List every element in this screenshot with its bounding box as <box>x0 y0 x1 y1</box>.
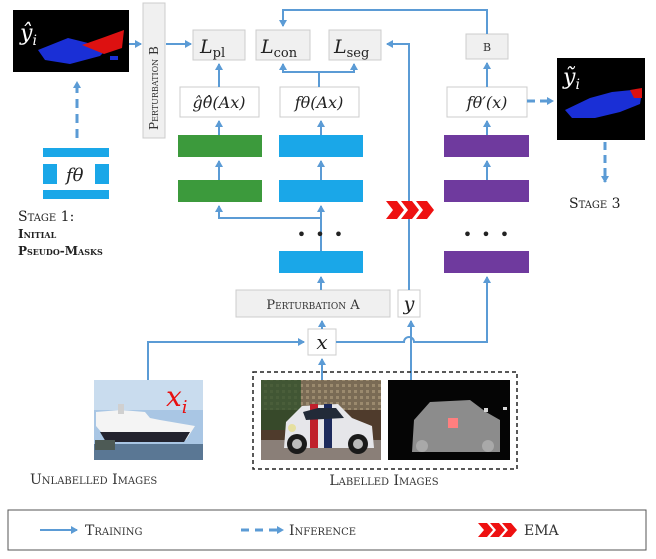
loss-pl-label: Lpl <box>199 36 225 61</box>
legend-ema-label: EMA <box>524 523 560 539</box>
b-to-lcon-arrow <box>279 9 488 34</box>
loss-pl-box <box>192 29 246 61</box>
cyan-layer-top <box>279 135 363 157</box>
cyan-layer-mid <box>279 180 363 202</box>
labelled-car-image <box>261 380 381 460</box>
f-theta-prime-label: fθ′(x) <box>466 93 508 112</box>
f-theta-small-label: fθ <box>64 165 84 186</box>
loss-seg-label: Lseg <box>333 36 369 61</box>
stage1-title: Stage 1: <box>18 209 74 225</box>
x-label: x <box>316 330 327 354</box>
unlabelled-to-x-arrow <box>147 338 305 383</box>
perturbation-b-box <box>142 2 166 139</box>
legend-inference-label: Inference <box>289 523 356 539</box>
legend-ema-chevrons <box>478 523 517 537</box>
f-theta-ax-box <box>279 86 360 118</box>
labelled-mask-image <box>388 380 510 460</box>
loss-seg-box <box>328 29 382 61</box>
f-theta-to-lseg-arrow <box>319 63 358 73</box>
unlabelled-images-label: Unlabelled Images <box>30 472 157 488</box>
shared-to-green-arrow <box>215 205 321 219</box>
y-label: y <box>403 293 415 315</box>
labelled-images-frame <box>252 371 518 470</box>
stage3-mask-image <box>557 58 645 140</box>
ema-chevrons <box>386 201 434 219</box>
unlabelled-ship-image <box>94 380 203 460</box>
g-hat-label: ĝθ̂(Ax) <box>193 93 246 112</box>
perturbation-a-box <box>235 289 391 318</box>
loss-con-label: Lcon <box>260 36 298 61</box>
f-theta-to-lcon-arrow <box>279 63 319 73</box>
purple-layer-bottom <box>444 251 529 273</box>
b-box-label: B <box>483 41 491 54</box>
stage1-network-icon <box>43 148 109 199</box>
perturbation-b-label: Perturbation B <box>147 46 161 130</box>
x-to-purple-arrow <box>336 276 491 343</box>
ellipsis-right: • • • <box>463 225 511 244</box>
x-box <box>307 328 337 356</box>
x-i-label: xi <box>166 380 188 418</box>
purple-layer-mid <box>444 180 529 202</box>
purple-layer-top <box>444 135 529 157</box>
y-tilde-i-label: ỹi <box>562 65 580 93</box>
stage1-mask-image <box>13 10 129 72</box>
stage1-line2: Initial <box>18 227 57 241</box>
y-to-lseg-arrow <box>386 40 410 290</box>
green-layer-top <box>178 135 262 157</box>
y-hat-i-label: ŷi <box>19 21 37 49</box>
g-hat-box <box>179 86 260 118</box>
ellipsis-middle: • • • <box>297 225 345 244</box>
labelled-images-label: Labelled Images <box>329 473 438 489</box>
loss-con-box <box>255 29 311 61</box>
legend-box <box>7 509 647 551</box>
stage1-line3: Pseudo-Masks <box>18 244 103 258</box>
legend-training-label: Training <box>85 523 142 539</box>
f-theta-ax-label: fθ(Ax) <box>294 93 344 112</box>
green-layer-bottom <box>178 180 262 202</box>
stage3-label: Stage 3 <box>569 196 621 212</box>
perturbation-a-label: Perturbation A <box>266 298 360 313</box>
cyan-layer-bottom <box>279 251 363 273</box>
